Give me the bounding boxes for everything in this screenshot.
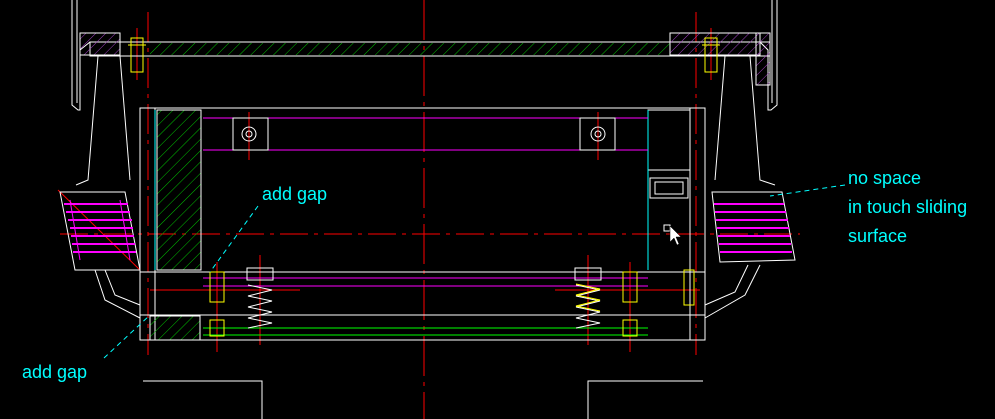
link-bar-ends [232,117,616,151]
cyan-edges [154,110,649,270]
left-spring [246,267,274,329]
top-bolts [128,37,720,73]
leader-lines [103,184,846,359]
right-spring [574,267,602,329]
leader-add-gap-lower [103,314,151,359]
centerlines [57,0,800,419]
top-plate-hatch [150,43,670,55]
leader-no-space [769,184,846,197]
annotation-add-gap-lower: add gap [22,362,87,382]
lower-brackets [94,264,761,319]
spring-yellow-coils [575,283,601,312]
left-bellows [59,191,141,271]
annotation-no-space-line3: surface [848,226,907,246]
annotation-add-gap-upper: add gap [262,184,327,204]
green-lower-lines [203,327,648,336]
right-corner-hatch [669,32,761,56]
left-lower-block-hatch [149,315,201,341]
left-guide-block-hatch [156,109,202,271]
carriage-body [139,107,706,341]
small-bolts [209,269,695,337]
leader-add-gap-upper [209,205,259,273]
left-corner-hatch [79,32,121,56]
right-bellows [711,191,796,263]
mouse-pointer-icon [663,224,682,246]
link-bar [203,117,648,287]
annotation-no-space-line1: no space [848,168,921,188]
annotation-no-space-line2: in touch sliding [848,197,967,217]
right-flange-hatch [755,32,771,86]
